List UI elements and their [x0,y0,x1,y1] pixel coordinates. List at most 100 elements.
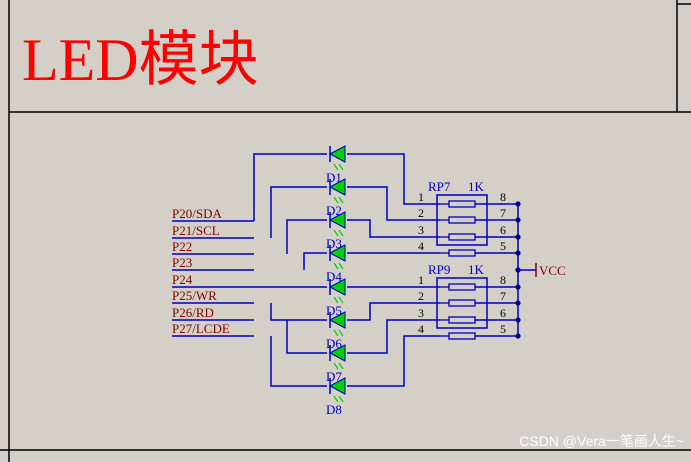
rp-rp7-junction-2 [515,217,521,223]
rp-rp9-junction-1 [515,284,521,290]
wire-led-to-rp-3 [347,219,440,238]
wire-port-to-led-2 [270,186,327,238]
led-d6-ray-2 [338,329,344,337]
wire-led-to-rp-2 [347,186,440,221]
port-label-22: P22 [172,239,192,254]
wire-port-to-led-4 [303,252,327,270]
rp-rp7-pin-left-4: 4 [418,239,424,253]
rp-rp9-element-3 [448,316,476,324]
led-d4-symbol [328,244,346,270]
rp-rp9-pin-right-4: 5 [500,322,506,336]
wire-port-to-led-3 [286,219,327,254]
led-d7-triangle [328,344,346,362]
wire-led-to-rp-6 [347,302,440,321]
led-d4-ray-1 [333,262,339,270]
rp-rp9-value: 1K [468,262,485,277]
led-d7-ray-2 [338,362,344,370]
rp-rp7-junction-1 [515,201,521,207]
page-title: LED模块 [22,27,259,93]
led-d2-ray-1 [333,196,339,204]
wire-led-to-rp-8 [347,335,440,387]
watermark-text: CSDN @Vera一笔画人生~ [519,433,684,449]
led-d3-ray-1 [333,229,339,237]
rp-rp9-pin-left-3: 3 [418,306,424,320]
led-d2-ray-2 [338,196,344,204]
led-d6-ray-1 [333,329,339,337]
port-label-23: P23 [172,255,192,270]
wire-port-to-led-6 [270,303,327,321]
wire-led-to-rp-7 [347,319,440,354]
wire-port-to-led-7 [286,320,327,354]
rp-rp9-element-4 [448,332,476,340]
port-label-26: P26/RD [172,305,214,320]
rp-rp9-pin-left-4: 4 [418,322,424,336]
rp-rp9-pin-right-2: 7 [500,289,506,303]
rp-rp7-element-4 [448,249,476,257]
led-d1-triangle [328,145,346,163]
led-d8-symbol [328,377,346,403]
port-label-27: P27/LCDE [172,321,230,336]
wire-layer [172,153,521,387]
led-d8-triangle [328,377,346,395]
rp-rp7-pin-left-1: 1 [418,190,424,204]
led-d3-ray-2 [338,229,344,237]
rp-rp9-pin-right-3: 6 [500,306,506,320]
rp-rp7-name: RP7 [428,179,451,194]
rp-rp9-pin-right-1: 8 [500,273,506,287]
led-d5-ray-1 [333,296,339,304]
rp-rp9-junction-2 [515,300,521,306]
led-d4-triangle [328,244,346,262]
vcc-supply: VCC [518,263,566,278]
rp-rp7-element-2 [448,216,476,224]
port-label-20: P20/SDA [172,206,222,221]
led-d1-symbol [328,145,346,171]
led-d8-ray-1 [333,395,339,403]
led-d2-symbol [328,178,346,204]
rp-rp9-element-1 [448,283,476,291]
led-d3-triangle [328,211,346,229]
rp-rp7-pin-right-1: 8 [500,190,506,204]
rp-rp9-junction-4 [515,333,521,339]
led-d2-triangle [328,178,346,196]
wire-port-to-led-1 [253,153,327,221]
led-d5-symbol [328,278,346,304]
led-d6-symbol [328,311,346,337]
led-d1-ray-1 [333,163,339,171]
rp-rp9-pin-left-1: 1 [418,273,424,287]
led-d7-symbol [328,344,346,370]
led-d5-triangle [328,278,346,296]
rp-rp7-junction-4 [515,250,521,256]
rp-rp9-pin-left-2: 2 [418,289,424,303]
rp-rp7-pin-right-4: 5 [500,239,506,253]
port-label-21: P21/SCL [172,223,220,238]
led-d6-triangle [328,311,346,329]
rp-rp7-pin-left-2: 2 [418,206,424,220]
rp-rp7-pin-left-3: 3 [418,223,424,237]
rp-rp7-pin-right-2: 7 [500,206,506,220]
rp-rp7-element-1 [448,200,476,208]
led-d7-ray-1 [333,362,339,370]
led-d8-ray-2 [338,395,344,403]
wire-led-to-rp-1 [347,153,440,205]
port-label-24: P24 [172,272,193,287]
rp-rp9-element-2 [448,299,476,307]
vcc-label: VCC [539,263,566,278]
led-d1-ray-2 [338,163,344,171]
port-label-25: P25/WR [172,288,217,303]
led-d4-ray-2 [338,262,344,270]
rp-rp7-pin-right-3: 6 [500,223,506,237]
led-label-d8: D8 [326,402,342,417]
wire-port-to-led-8 [270,336,327,387]
rp-rp7-value: 1K [468,179,485,194]
led-d3-symbol [328,211,346,237]
rp-rp7-element-3 [448,233,476,241]
rp-rp7-junction-3 [515,234,521,240]
rp-rp9-junction-3 [515,317,521,323]
led-d5-ray-2 [338,296,344,304]
